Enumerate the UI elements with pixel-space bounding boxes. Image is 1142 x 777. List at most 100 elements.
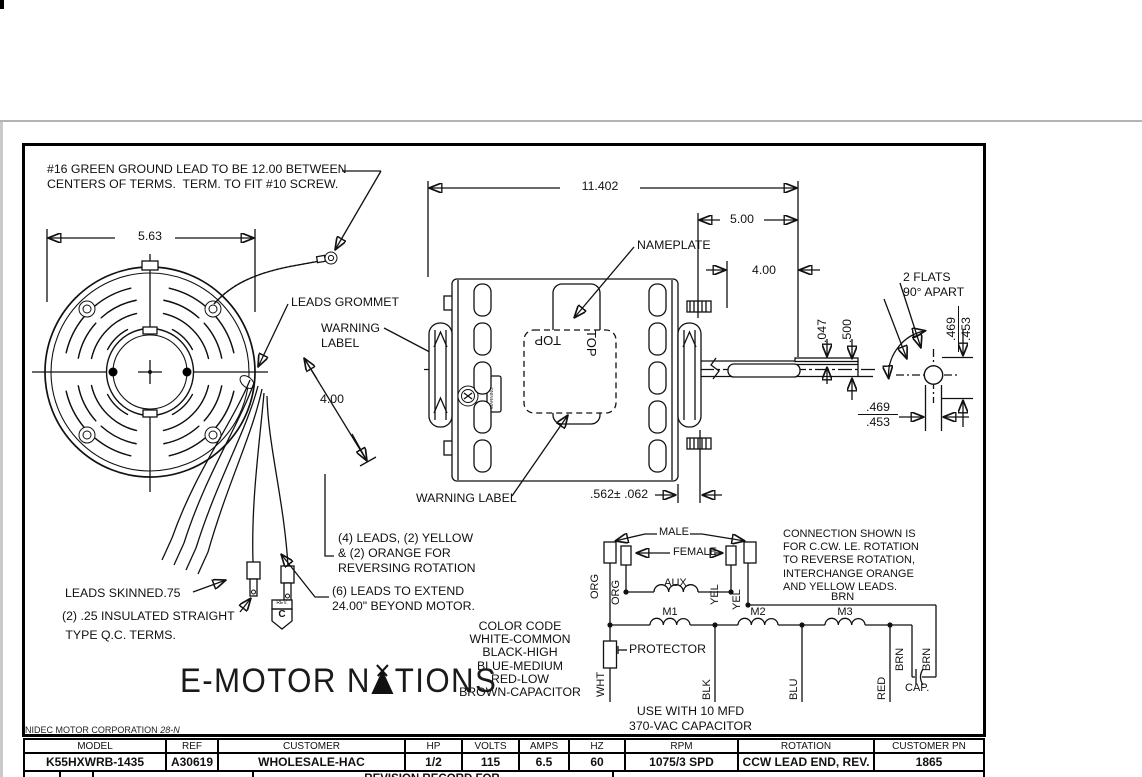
nameplate-leader (574, 246, 635, 318)
color-code-block: COLOR CODE WHITE-COMMON BLACK-HIGH BLUE-… (440, 619, 600, 700)
two-flats-note: 2 FLATS 90° APART (903, 270, 965, 299)
wht-label: WHT (595, 671, 607, 697)
teepee-icon (371, 664, 394, 694)
header-model: MODEL (25, 740, 167, 752)
male-label: MALE (659, 526, 689, 538)
extend-leader (281, 554, 329, 598)
revision-record-text: REVISION RECORD FOR (252, 773, 612, 777)
dim-shoulder: .562± .062 (590, 487, 649, 501)
nameplate-label: NAMEPLATE (637, 238, 711, 252)
capacitor-note: USE WITH 10 MFD 370-VAC CAPACITOR (628, 704, 752, 733)
page-corner-mark (0, 0, 4, 9)
ground-lead-note: #16 GREEN GROUND LEAD TO BE 12.00 BETWEE… (47, 162, 347, 191)
rev-flag-value: C (278, 609, 286, 620)
dim-flats-vertical: .469 .453 (944, 306, 974, 352)
dim-flats-hi: .469 (944, 306, 959, 352)
value-ref: A30619 (167, 754, 219, 770)
cap-label: CAP. (905, 682, 930, 694)
dim-4-00-end (706, 261, 820, 308)
page-left-edge (0, 122, 3, 777)
top-marking-mirrored: TOP (534, 333, 562, 348)
header-rotation: ROTATION (739, 740, 875, 752)
dim-front-width: 5.63 (138, 229, 162, 243)
dim-562 (655, 430, 722, 503)
title-block: MODEL REF CUSTOMER HP VOLTS AMPS HZ RPM … (23, 738, 985, 772)
corporation-name: NIDEC MOTOR CORPORATION (25, 725, 158, 735)
title-block-value-row: K55HXWRB-1435 A30619 WHOLESALE-HAC 1/2 1… (25, 754, 983, 770)
blk-label: BLK (701, 679, 713, 700)
m1-label: M1 (662, 606, 678, 618)
m2-label: M2 (750, 606, 766, 618)
dim-flats-horizontal: .469 .453 (858, 400, 898, 429)
value-model: K55HXWRB-1435 (25, 754, 167, 770)
motor-leads (161, 379, 295, 601)
reversing-bracket (324, 474, 334, 557)
header-hp: HP (406, 740, 463, 752)
logo-text-prefix: E-MOTOR N (180, 662, 371, 700)
header-hz: HZ (570, 740, 626, 752)
warning-bottom-leader (511, 415, 568, 497)
rev-flag-label: REV. (276, 600, 288, 606)
ground-note-leader (335, 170, 382, 250)
motor-front-view-details (44, 260, 256, 478)
warning-sticker-text: WARNING (489, 387, 494, 409)
warning-label-bottom: WARNING LABEL (416, 491, 517, 505)
dim-flats-lo: .453 (959, 317, 973, 341)
header-ref: REF (167, 740, 219, 752)
value-rpm: 1075/3 SPD (626, 754, 739, 770)
drawing-border (22, 143, 986, 737)
extend-leads-note: (6) LEADS TO EXTEND 24.00" BEYOND MOTOR. (332, 584, 475, 613)
dim-4-00-leads (304, 358, 377, 467)
revision-divider (612, 772, 614, 777)
aux-label: AUX. (664, 577, 690, 589)
wiring-schematic (602, 534, 937, 702)
header-customer: CUSTOMER (219, 740, 406, 752)
dim-5-00 (697, 213, 797, 318)
dim-11-402 (427, 181, 799, 357)
company-logo: E-MOTOR N TIONS (180, 662, 497, 701)
color-code-lines: WHITE-COMMON BLACK-HIGH BLUE-MEDIUM RED-… (459, 632, 581, 700)
shaft-end-view (884, 282, 973, 431)
skinned-leader (192, 580, 226, 593)
org-outer-label: ORG (589, 573, 601, 599)
dim-overall-length: 11.402 (581, 179, 619, 193)
value-amps: 6.5 (520, 754, 570, 770)
header-customer-pn: CUSTOMER PN (892, 740, 966, 752)
m3-label: M3 (837, 606, 853, 618)
revision-divider (92, 772, 94, 777)
protector-label: PROTECTOR (629, 642, 706, 656)
qc-leader (240, 598, 251, 613)
dim-flat-depth: .047 (815, 319, 829, 343)
dim-five: 5.00 (730, 212, 754, 226)
dim-four-end: 4.00 (752, 263, 776, 277)
dim-047-500 (827, 339, 873, 400)
dim-lead-exit: 4.00 (320, 392, 344, 406)
value-hz: 60 (570, 754, 626, 770)
logo-text-suffix: TIONS (394, 662, 498, 700)
female-label: FEMALE (672, 546, 717, 558)
org-inner-label: ORG (610, 579, 622, 605)
revision-record-row: REVISION RECORD FOR (23, 772, 985, 777)
header-rpm: RPM (626, 740, 739, 752)
motor-side-view (424, 278, 876, 482)
dim-flats-lo2: .453 (866, 415, 890, 429)
value-hp: 1/2 (406, 754, 463, 770)
value-rotation: CCW LEAD END, REV. (739, 754, 875, 770)
brn-top-label: BRN (831, 591, 855, 603)
value-customer: WHOLESALE-HAC (219, 754, 406, 770)
leads-grommet-label: LEADS GROMMET (291, 295, 399, 309)
revision-divider (59, 772, 61, 777)
brn-right-label: BRN (921, 647, 933, 671)
header-volts: VOLTS (463, 740, 520, 752)
revision-divider (252, 772, 254, 777)
ground-lead (213, 251, 338, 305)
qc-terms-note: (2) .25 INSULATED STRAIGHT TYPE Q.C. TER… (62, 609, 235, 642)
grommet-leader (258, 303, 289, 367)
title-block-header-row: MODEL REF CUSTOMER HP VOLTS AMPS HZ RPM … (25, 740, 983, 754)
dim-flats-hi2: .469 (858, 400, 898, 415)
corporation-note: NIDEC MOTOR CORPORATION 28-N (25, 725, 180, 735)
brn-left-label: BRN (894, 647, 906, 671)
value-customer-pn: 1865 (915, 755, 943, 769)
